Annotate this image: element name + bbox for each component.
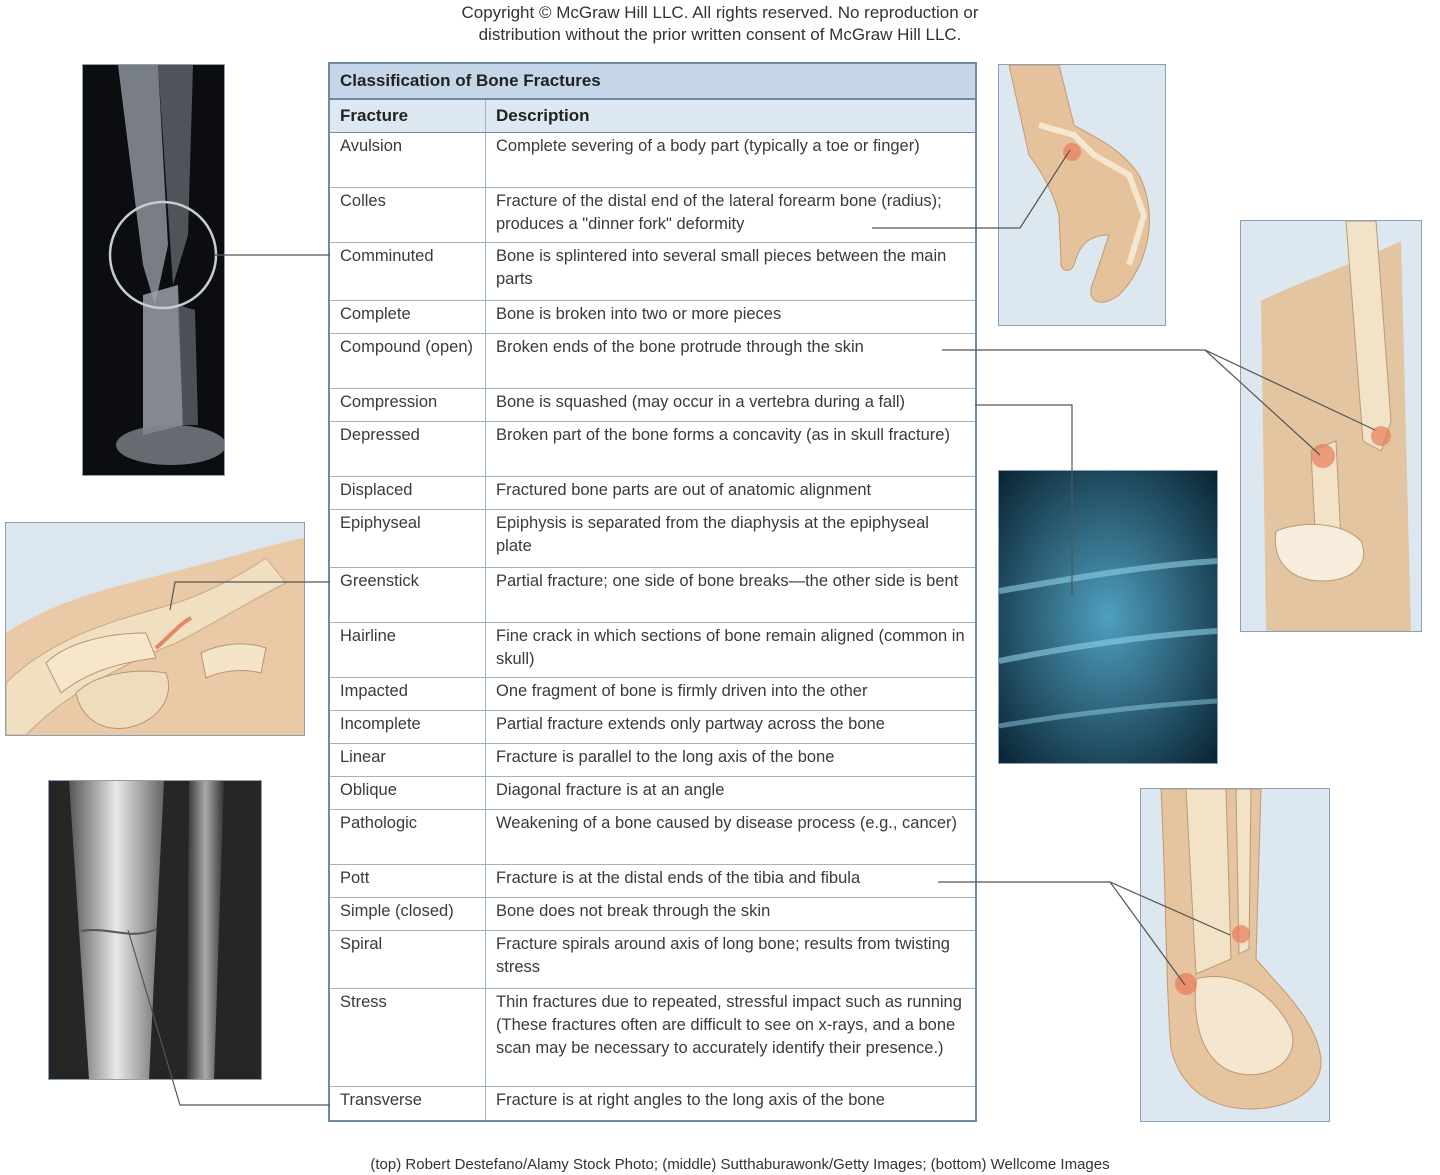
comminuted-xray-image: [82, 64, 225, 476]
image-credits: (top) Robert Destefano/Alamy Stock Photo…: [370, 1156, 1110, 1173]
transverse-xray-image: [48, 780, 262, 1080]
fracture-description-cell: Fracture spirals around axis of long bon…: [485, 930, 975, 989]
fracture-name-cell: Simple (closed): [330, 897, 486, 931]
fracture-description-cell: Fracture of the distal end of the latera…: [485, 187, 975, 243]
fracture-name-cell: Spiral: [330, 930, 486, 989]
pott-ankle-illustration: [1140, 788, 1330, 1122]
fracture-name-cell: Complete: [330, 300, 486, 334]
fracture-name-cell: Pathologic: [330, 809, 486, 865]
fracture-name-cell: Pott: [330, 864, 486, 898]
compound-fracture-illustration: [1240, 220, 1422, 632]
fracture-description-cell: Bone is splintered into several small pi…: [485, 242, 975, 301]
fracture-name-cell: Transverse: [330, 1086, 486, 1120]
fracture-description-cell: Fine crack in which sections of bone rem…: [485, 622, 975, 678]
table-row: Compound (open)Broken ends of the bone p…: [330, 333, 975, 389]
fracture-name-cell: Compression: [330, 388, 486, 422]
copyright-line-2: distribution without the prior written c…: [478, 25, 962, 44]
column-header-fracture: Fracture: [330, 100, 486, 133]
fracture-description-cell: Diagonal fracture is at an angle: [485, 776, 975, 810]
table-row: Simple (closed)Bone does not break throu…: [330, 897, 975, 931]
fracture-description-cell: Bone is broken into two or more pieces: [485, 300, 975, 334]
fracture-name-cell: Colles: [330, 187, 486, 243]
table-title: Classification of Bone Fractures: [330, 64, 975, 100]
fracture-description-cell: Bone does not break through the skin: [485, 897, 975, 931]
copyright-notice: Copyright © McGraw Hill LLC. All rights …: [0, 2, 1440, 46]
fracture-classification-table: Classification of Bone Fractures Fractur…: [328, 62, 977, 1122]
fracture-description-cell: Epiphysis is separated from the diaphysi…: [485, 509, 975, 568]
greenstick-illustration: [5, 522, 305, 736]
fracture-name-cell: Stress: [330, 988, 486, 1087]
fracture-name-cell: Compound (open): [330, 333, 486, 389]
fracture-description-cell: Fractured bone parts are out of anatomic…: [485, 476, 975, 510]
fracture-description-cell: Partial fracture; one side of bone break…: [485, 567, 975, 623]
fracture-name-cell: Displaced: [330, 476, 486, 510]
fracture-description-cell: Broken ends of the bone protrude through…: [485, 333, 975, 389]
fracture-name-cell: Oblique: [330, 776, 486, 810]
colles-wrist-illustration: [998, 64, 1166, 326]
fracture-description-cell: Thin fractures due to repeated, stressfu…: [485, 988, 975, 1087]
compression-xray-image: [998, 470, 1218, 764]
fracture-name-cell: Impacted: [330, 677, 486, 711]
fracture-name-cell: Depressed: [330, 421, 486, 477]
fracture-name-cell: Hairline: [330, 622, 486, 678]
copyright-line-1: Copyright © McGraw Hill LLC. All rights …: [461, 3, 979, 22]
fracture-description-cell: Fracture is at the distal ends of the ti…: [485, 864, 975, 898]
fracture-name-cell: Epiphyseal: [330, 509, 486, 568]
fracture-name-cell: Comminuted: [330, 242, 486, 301]
table-header-row: Fracture Description: [330, 100, 975, 133]
column-header-description: Description: [485, 100, 975, 133]
fracture-description-cell: Bone is squashed (may occur in a vertebr…: [485, 388, 975, 422]
fracture-description-cell: Complete severing of a body part (typica…: [485, 132, 975, 188]
fracture-name-cell: Avulsion: [330, 132, 486, 188]
fracture-description-cell: Fracture is at right angles to the long …: [485, 1086, 975, 1120]
fracture-description-cell: Fracture is parallel to the long axis of…: [485, 743, 975, 777]
fracture-description-cell: Broken part of the bone forms a concavit…: [485, 421, 975, 477]
fracture-description-cell: Partial fracture extends only partway ac…: [485, 710, 975, 744]
fracture-name-cell: Greenstick: [330, 567, 486, 623]
fracture-description-cell: Weakening of a bone caused by disease pr…: [485, 809, 975, 865]
fracture-name-cell: Linear: [330, 743, 486, 777]
fracture-description-cell: One fragment of bone is firmly driven in…: [485, 677, 975, 711]
fracture-name-cell: Incomplete: [330, 710, 486, 744]
